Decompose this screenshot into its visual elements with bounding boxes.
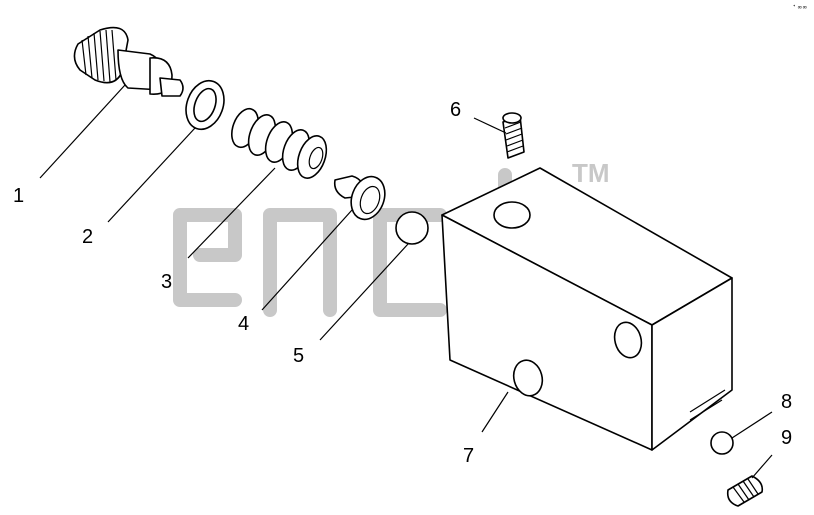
part-8-ball bbox=[710, 431, 734, 455]
callout-5: 5 bbox=[293, 345, 304, 367]
callout-2: 2 bbox=[82, 226, 93, 248]
callout-7: 7 bbox=[463, 445, 474, 467]
corner-mark: ᐩ ∞∞ bbox=[793, 4, 807, 11]
callout-6: 6 bbox=[450, 99, 461, 121]
callout-3: 3 bbox=[161, 271, 172, 293]
leader-lines bbox=[39, 84, 773, 479]
part-4-poppet bbox=[333, 175, 386, 221]
watermark-trademark: TM bbox=[572, 158, 610, 188]
part-5-ball bbox=[395, 211, 429, 245]
part-7-valve-block bbox=[441, 167, 733, 451]
part-9-plug-screw bbox=[726, 475, 764, 507]
part-2-o-ring bbox=[185, 79, 225, 131]
part-1-fitting bbox=[73, 26, 184, 97]
callout-9: 9 bbox=[781, 427, 792, 449]
callout-4: 4 bbox=[238, 313, 249, 335]
callout-8: 8 bbox=[781, 391, 792, 413]
part-3-spring bbox=[231, 107, 328, 179]
callouts: 1 2 3 4 5 6 7 8 9 bbox=[13, 99, 792, 467]
part-6-set-screw bbox=[502, 112, 525, 159]
callout-1: 1 bbox=[13, 185, 24, 207]
